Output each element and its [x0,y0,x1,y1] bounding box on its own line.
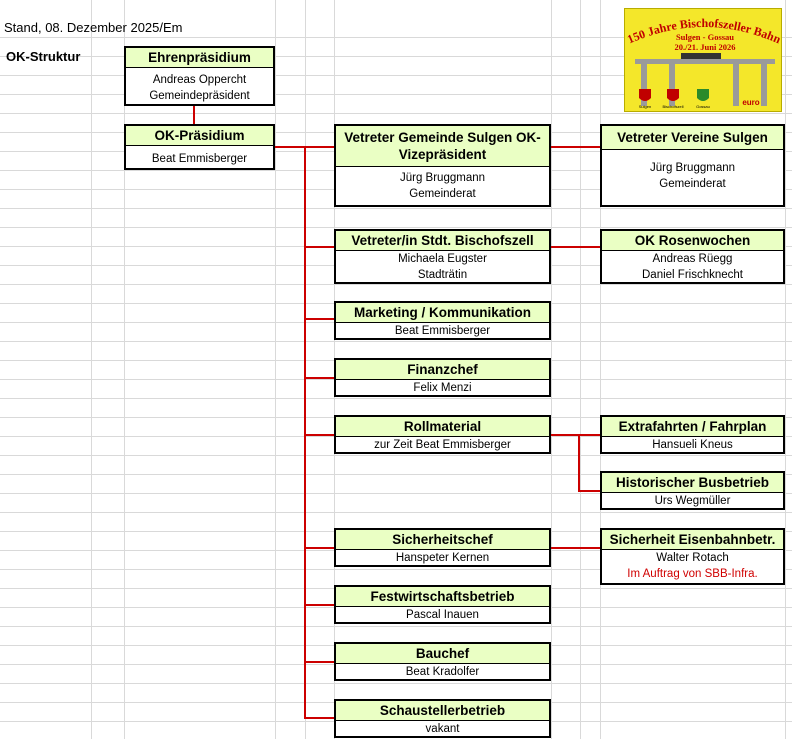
box-subtitle: OK-Vizepräsident [398,130,541,162]
box-note: Im Auftrag von SBB-Infra. [627,568,758,580]
box-title: Bauchef [336,644,549,664]
connector [578,490,600,492]
ok-praesidium-box: OK-Präsidium Beat Emmisberger [124,124,275,170]
logo-town-2: Bischofszell [662,104,683,109]
box-line: Gemeinderat [659,178,726,190]
logo-date: 20./21. Juni 2026 [675,42,736,52]
connector [304,604,334,606]
box-title: OK Rosenwochen [602,231,783,251]
box-line: Pascal Inauen [406,609,479,621]
logo-town-3: Gossau [696,104,710,109]
box-title: Vetreter/in Stdt. Bischofszell [336,231,549,251]
box-title: Ehrenpräsidium [126,48,273,68]
section-title: OK-Struktur [6,49,81,64]
box-line: Daniel Frischknecht [642,269,743,281]
box-title: Marketing / Kommunikation [336,303,549,323]
busbetrieb-box: Historischer Busbetrieb Urs Wegmüller [600,471,785,510]
viaduct-icon [635,53,775,106]
bauchef-box: Bauchef Beat Kradolfer [334,642,551,681]
box-title: Festwirtschaftsbetrieb [336,587,549,607]
finanzchef-box: Finanzchef Felix Menzi [334,358,551,397]
vereine-sulgen-box: Vetreter Vereine Sulgen Jürg Bruggmann G… [600,124,785,207]
schausteller-box: Schaustellerbetrieb vakant [334,699,551,738]
box-title: Rollmaterial [336,417,549,437]
sicherheitschef-box: Sicherheitschef Hanspeter Kernen [334,528,551,567]
rosenwochen-box: OK Rosenwochen Andreas Rüegg Daniel Fris… [600,229,785,284]
box-title: Extrafahrten / Fahrplan [602,417,783,437]
box-title: Sicherheit Eisenbahnbetr. [602,530,783,550]
sicherheit-eisenbahn-box: Sicherheit Eisenbahnbetr. Walter Rotach … [600,528,785,585]
bischofszell-box: Vetreter/in Stdt. Bischofszell Michaela … [334,229,551,284]
logo-route: Sulgen - Gossau [676,32,734,42]
box-line: Beat Emmisberger [151,153,248,165]
logo-town-1: Sulgen [639,104,651,109]
box-line: Beat Emmisberger [394,325,491,337]
festwirtschaft-box: Festwirtschaftsbetrieb Pascal Inauen [334,585,551,624]
box-title: OK-Präsidium [126,126,273,146]
stand-date: Stand, 08. Dezember 2025/Em [4,20,183,35]
box-title: Finanzchef [336,360,549,380]
anniversary-logo: 150 Jahre Bischofszeller Bahn Sulgen - G… [624,8,782,112]
connector [304,547,334,549]
box-line: Hanspeter Kernen [395,552,490,564]
connector [550,434,600,436]
connector [550,246,600,248]
connector [550,146,600,148]
box-line: Gemeinderat [409,188,476,200]
connector [550,547,600,549]
extrafahrten-box: Extrafahrten / Fahrplan Hansueli Kneus [600,415,785,454]
coat-of-arms-icon [639,89,709,101]
connector [193,104,195,124]
box-line: Jürg Bruggmann [399,172,486,184]
vertreter-sulgen-box: Vetreter Gemeinde Sulgen OK-Vizepräsiden… [334,124,551,207]
box-line: vakant [425,723,460,735]
connector [304,717,334,719]
marketing-box: Marketing / Kommunikation Beat Emmisberg… [334,301,551,340]
box-line: Andreas Rüegg [652,253,733,265]
connector [578,434,580,492]
box-line: Felix Menzi [413,382,472,394]
box-title: Schaustellerbetrieb [336,701,549,721]
box-line: Beat Kradolfer [405,666,480,678]
connector [304,146,306,719]
rollmaterial-box: Rollmaterial zur Zeit Beat Emmisberger [334,415,551,454]
connector [304,377,334,379]
box-line: Stadträtin [417,269,468,281]
box-line: Jürg Bruggmann [649,162,736,174]
logo-brand: euro [742,98,759,107]
box-line: Hansueli Kneus [652,439,733,451]
box-line: zur Zeit Beat Emmisberger [374,439,511,451]
box-title: Historischer Busbetrieb [602,473,783,493]
box-title: Vetreter Vereine Sulgen [602,126,783,150]
connector [304,318,334,320]
box-line: Gemeindepräsident [149,90,250,102]
box-line: Urs Wegmüller [654,495,731,507]
box-title: Sicherheitschef [336,530,549,550]
connector [304,661,334,663]
box-line: Walter Rotach [656,552,729,564]
box-title: Vetreter Gemeinde Sulgen [344,130,513,145]
ehrenpraesidium-box: Ehrenpräsidium Andreas Oppercht Gemeinde… [124,46,275,106]
connector [304,246,334,248]
box-line: Michaela Eugster [398,253,487,265]
box-line: Andreas Oppercht [152,74,247,86]
connector [304,434,334,436]
